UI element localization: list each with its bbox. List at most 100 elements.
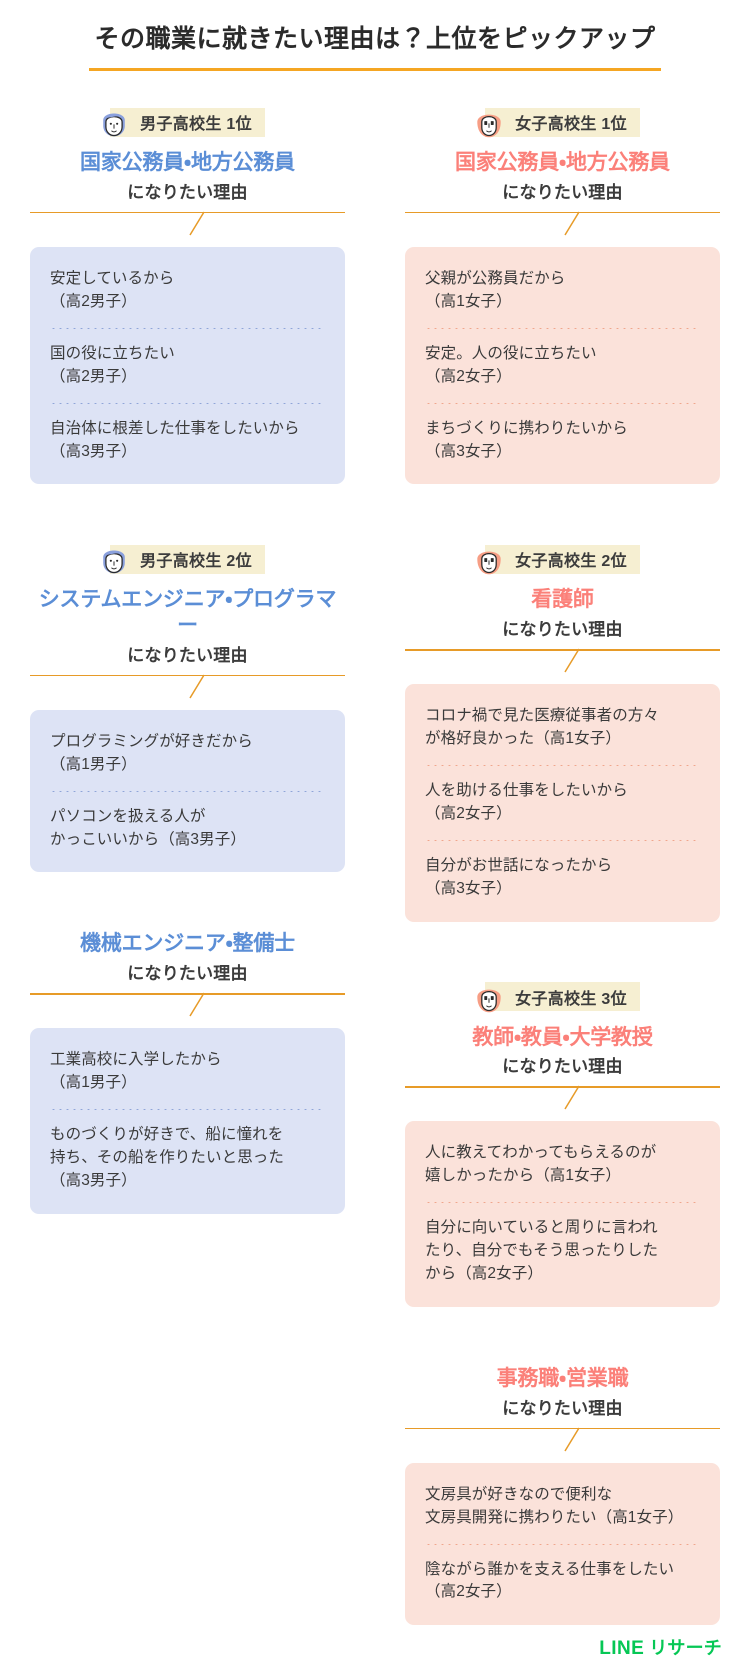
job-subtitle: になりたい理由 [502, 182, 623, 202]
quote-separator [50, 790, 325, 792]
job-subtitle: になりたい理由 [502, 620, 623, 640]
male-student-icon [96, 541, 132, 577]
quote-text: 父親が公務員だから （高1女子） [425, 269, 566, 310]
quote-box: 人に教えてわかってもらえるのが 嬉しかったから（高1女子） 自分に向いていると周… [405, 1121, 720, 1308]
quote-text: 自分に向いていると周りに言われ たり、自分でもそう思ったりした から（高2女子） [425, 1219, 659, 1283]
quote-separator [50, 327, 325, 329]
job-heading: 国家公務員・地方公務員 になりたい理由 [30, 150, 345, 203]
quote-box: 工業高校に入学したから （高1男子） ものづくりが好きで、船に憧れを 持ち、その… [30, 1028, 345, 1214]
section-divider [405, 648, 720, 675]
quote-text: 工業高校に入学したから （高1男子） [50, 1051, 222, 1091]
female-student-icon [471, 979, 507, 1015]
slash-mark [563, 648, 580, 673]
job-title: 事務職・営業職 [496, 1367, 629, 1391]
job-heading: 国家公務員・地方公務員 になりたい理由 [405, 150, 720, 203]
job-title: 機械エンジニア・整備士 [80, 932, 295, 956]
section-divider [30, 211, 345, 238]
slash-mark [563, 1085, 580, 1110]
quote-separator [425, 1543, 700, 1545]
section-female-rank1: 女子高校生 1位 国家公務員・地方公務員 になりたい理由 父親 [405, 105, 720, 485]
spacer [30, 484, 345, 542]
header: その職業に就きたい理由は？上位をピックアップ [0, 0, 750, 72]
badge-row: 男子高校生 2位 [30, 542, 345, 576]
slash-mark [188, 211, 205, 236]
job-title: 国家公務員・地方公務員 [455, 151, 670, 175]
section-divider [405, 1427, 720, 1454]
badge-row: 女子高校生 3位 [405, 980, 720, 1014]
quote-box: コロナ禍で見た医療従事者の方々 が格好良かった（高1女子） 人を助ける仕事をした… [405, 684, 720, 922]
male-student-icon [96, 104, 132, 140]
badge-row: 女子高校生 1位 [405, 105, 720, 139]
slash-mark [563, 1427, 580, 1452]
section-female-office: 事務職・営業職 になりたい理由 文房具が好きなので便利な 文房具開発に携わりたい… [405, 1366, 720, 1626]
quote-text: 安定。人の役に立ちたい （高2女子） [425, 344, 597, 385]
quote-text: 人に教えてわかってもらえるのが 嬉しかったから（高1女子） [425, 1144, 657, 1185]
quote-text: 文房具が好きなので便利な 文房具開発に携わりたい（高1女子） [425, 1485, 684, 1526]
quote-separator [425, 402, 700, 404]
quote-text: まちづくりに携わりたいから （高3女子） [425, 419, 628, 460]
female-student-icon [471, 104, 507, 140]
rank-badge: 男子高校生 2位 [103, 544, 265, 574]
badge-row: 女子高校生 2位 [405, 542, 720, 576]
job-heading: 看護師 になりたい理由 [405, 587, 720, 640]
quote-text: 安定しているから （高2男子） [50, 269, 175, 310]
rank-badge-label: 女子高校生 3位 [515, 990, 627, 1008]
job-heading: システムエンジニア・プログラマー になりたい理由 [30, 587, 345, 665]
quote-text: ものづくりが好きで、船に憧れを 持ち、その船を作りたいと思った （高3男子） [50, 1125, 285, 1189]
quote-box: 安定しているから （高2男子） 国の役に立ちたい （高2男子） 自治体に根差した… [30, 246, 345, 485]
quote-box: プログラミングが好きだから （高1男子） パソコンを扱える人が かっこいいから（… [30, 709, 345, 873]
job-heading: 機械エンジニア・整備士 になりたい理由 [30, 931, 345, 984]
slash-mark [563, 211, 580, 236]
badge-row: 男子高校生 1位 [30, 105, 345, 139]
slash-mark [188, 992, 205, 1017]
slash-mark [188, 674, 205, 699]
quote-text: 国の役に立ちたい （高2男子） [50, 344, 175, 385]
section-divider [405, 211, 720, 238]
section-divider [30, 674, 345, 701]
female-column: 女子高校生 1位 国家公務員・地方公務員 になりたい理由 父親 [375, 105, 750, 1626]
rank-badge-label: 男子高校生 1位 [140, 116, 252, 134]
quote-separator [425, 764, 700, 766]
job-subtitle: になりたい理由 [502, 1057, 623, 1077]
job-subtitle: になりたい理由 [127, 182, 248, 202]
quote-separator [50, 402, 325, 404]
section-male-mechanical: 機械エンジニア・整備士 になりたい理由 工業高校に入学したから （高1男子） も… [30, 931, 345, 1214]
quote-text: 自分がお世話になったから （高3女子） [425, 856, 613, 897]
spacer [405, 484, 720, 542]
quote-text: パソコンを扱える人が かっこいいから（高3男子） [50, 807, 246, 848]
spacer [405, 922, 720, 980]
quote-text: 陰ながら誰かを支える仕事をしたい （高2女子） [425, 1560, 675, 1601]
quote-text: 自治体に根差した仕事をしたいから （高3男子） [50, 419, 300, 460]
spacer [405, 1307, 720, 1355]
job-title: 教師・教員・大学教授 [472, 1025, 653, 1049]
job-title: 国家公務員・地方公務員 [80, 151, 295, 175]
section-divider [30, 992, 345, 1019]
male-column: 男子高校生 1位 国家公務員・地方公務員 になりたい理由 安定 [0, 105, 375, 1625]
quote-separator [425, 1202, 700, 1204]
section-male-rank2: 男子高校生 2位 システムエンジニア・プログラマー になりたい理由 [30, 542, 345, 873]
research-brand-text: リサーチ [649, 1638, 722, 1658]
rank-badge-label: 女子高校生 2位 [515, 553, 627, 571]
female-student-icon [471, 541, 507, 577]
title-underline [89, 68, 661, 72]
quote-box: 文房具が好きなので便利な 文房具開発に携わりたい（高1女子） 陰ながら誰かを支え… [405, 1462, 720, 1626]
job-title: システムエンジニア・プログラマー [38, 588, 337, 638]
section-female-rank2: 女子高校生 2位 看護師 になりたい理由 コロナ禍で見た医療従 [405, 542, 720, 922]
rank-badge: 女子高校生 1位 [477, 107, 640, 138]
job-subtitle: になりたい理由 [127, 964, 248, 984]
quote-separator [50, 1108, 325, 1110]
quote-text: コロナ禍で見た医療従事者の方々 が格好良かった（高1女子） [425, 707, 660, 748]
rank-badge: 女子高校生 2位 [477, 544, 640, 575]
line-brand-text: LINE [599, 1638, 645, 1659]
page-title: その職業に就きたい理由は？上位をピックアップ [94, 25, 656, 53]
rank-badge-label: 男子高校生 2位 [140, 553, 252, 571]
section-male-rank1: 男子高校生 1位 国家公務員・地方公務員 になりたい理由 安定 [30, 105, 345, 485]
rank-badge: 女子高校生 3位 [477, 982, 640, 1013]
job-subtitle: になりたい理由 [502, 1398, 623, 1418]
footer-logo: LINE リサーチ [599, 1634, 722, 1660]
quote-box: 父親が公務員だから （高1女子） 安定。人の役に立ちたい （高2女子） まちづく… [405, 246, 720, 485]
rank-badge-label: 女子高校生 1位 [515, 116, 627, 134]
job-heading: 事務職・営業職 になりたい理由 [405, 1366, 720, 1419]
job-heading: 教師・教員・大学教授 になりたい理由 [405, 1025, 720, 1078]
